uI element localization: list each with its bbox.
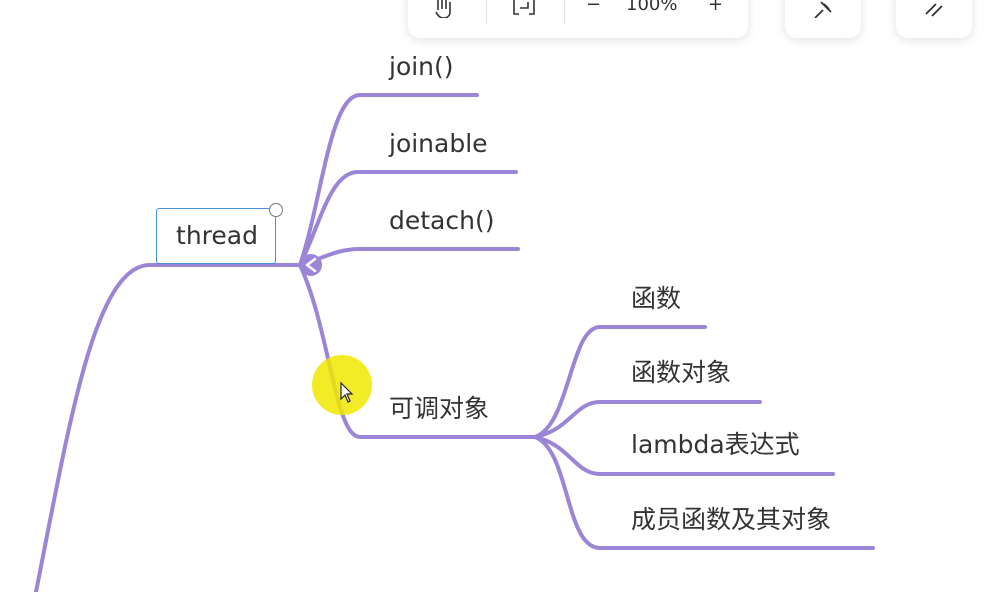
branch-lambda xyxy=(533,435,835,476)
view-toolbar: − 100% + xyxy=(408,0,748,38)
branch-function xyxy=(533,325,707,439)
node-member-function[interactable]: 成员函数及其对象 xyxy=(631,505,832,534)
node-detach[interactable]: detach() xyxy=(389,206,495,235)
branch-detach xyxy=(298,247,520,267)
node-lambda[interactable]: lambda表达式 xyxy=(631,430,800,459)
collapse-toggle[interactable] xyxy=(300,254,322,276)
collapse-toggle-arrow-icon xyxy=(305,257,317,273)
node-function[interactable]: 函数 xyxy=(631,284,682,313)
node-joinable[interactable]: joinable xyxy=(389,129,488,158)
fit-screen-icon[interactable] xyxy=(512,0,536,18)
zoom-level: 100% xyxy=(626,0,678,15)
pin-icon[interactable] xyxy=(811,0,835,18)
node-function-object[interactable]: 函数对象 xyxy=(631,358,732,387)
pin-toolbar xyxy=(785,0,861,38)
branch-root-parent xyxy=(34,263,302,592)
hand-icon[interactable] xyxy=(432,0,456,18)
root-node-label: thread xyxy=(176,221,258,250)
zoom-out-button[interactable]: − xyxy=(586,0,602,15)
node-callable[interactable]: 可调对象 xyxy=(389,394,490,423)
mouse-pointer-icon xyxy=(340,382,354,403)
node-connect-handle[interactable] xyxy=(269,203,283,217)
toolbar-divider xyxy=(564,0,565,24)
branch-member-function xyxy=(533,435,875,550)
root-node[interactable]: thread xyxy=(156,208,276,264)
branch-joinable xyxy=(298,170,518,267)
node-join[interactable]: join() xyxy=(389,52,454,81)
branch-function-object xyxy=(533,400,762,439)
collapse-panel-icon[interactable] xyxy=(922,0,946,18)
toolbar-divider xyxy=(486,0,487,24)
branch-join xyxy=(298,93,479,267)
panel-toolbar xyxy=(896,0,972,38)
zoom-in-button[interactable]: + xyxy=(708,0,724,15)
